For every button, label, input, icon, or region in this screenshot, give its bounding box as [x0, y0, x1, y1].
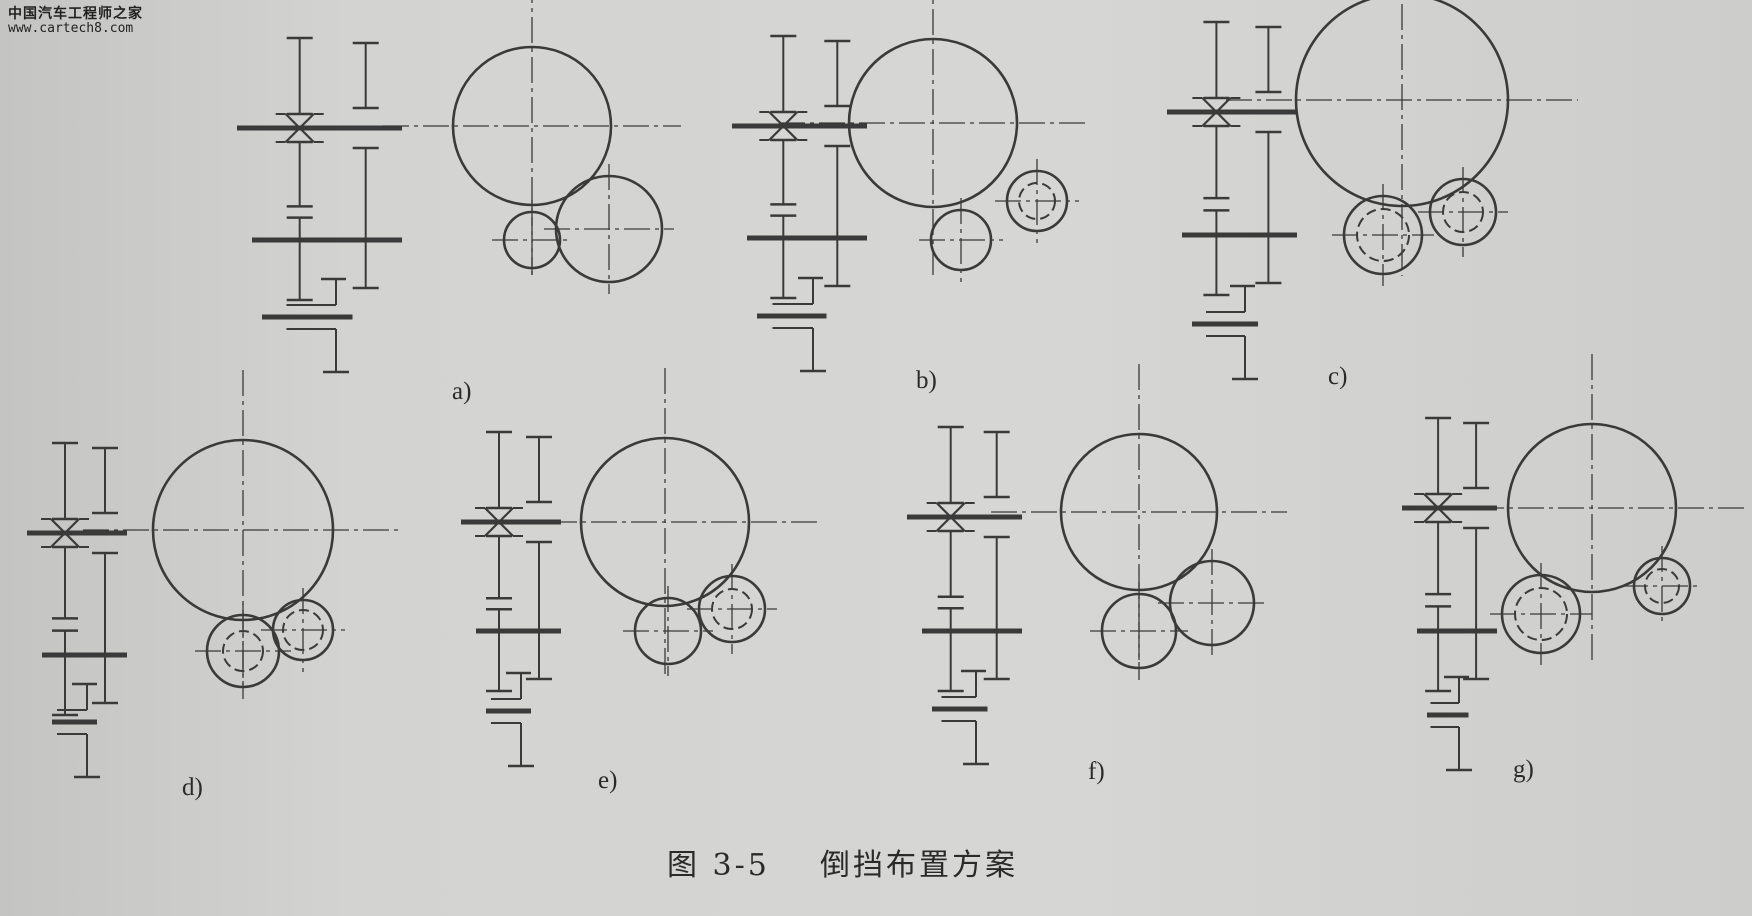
panel-label-d: d) — [182, 774, 203, 801]
panel-label-e: e) — [598, 767, 618, 794]
gearbox-schematic — [237, 36, 402, 374]
gearbox-schematic — [1402, 416, 1497, 772]
synchronizer — [935, 502, 966, 532]
gear-mesh-view — [511, 368, 819, 676]
gearbox-schematic — [732, 34, 867, 373]
gear-circle — [847, 37, 1019, 209]
gearbox-schematic — [1167, 20, 1297, 381]
panel-label-c: c) — [1328, 363, 1348, 390]
panel-label-f: f) — [1088, 758, 1105, 785]
synchronizer — [484, 507, 514, 537]
panel-label-g: g) — [1513, 756, 1534, 783]
panel-label-b: b) — [916, 367, 937, 394]
panel-a — [237, 0, 681, 374]
figure-number: 图 3-5 — [667, 848, 770, 883]
panel-label-a: a) — [452, 378, 472, 405]
gear-circle — [579, 436, 751, 608]
panel-f — [907, 364, 1287, 766]
gear-mesh-view — [1226, 0, 1578, 286]
synchronizer — [768, 111, 799, 141]
gear-mesh-view — [1438, 354, 1746, 665]
gearbox-schematic — [907, 425, 1022, 766]
pitch-circle-dashed — [222, 630, 264, 672]
synchronizer — [1201, 97, 1232, 127]
gear-circle — [1506, 422, 1678, 594]
gearbox-schematic — [461, 430, 561, 768]
gearbox-schematic — [27, 441, 127, 779]
panel-b — [732, 0, 1087, 373]
synchronizer — [284, 113, 315, 143]
watermark-site-name: 中国汽车工程师之家 — [8, 6, 143, 22]
gear-mesh-view — [779, 0, 1087, 282]
gear-mesh-view — [383, 0, 681, 294]
watermark: 中国汽车工程师之家 www.cartech8.com — [8, 6, 143, 37]
watermark-url: www.cartech8.com — [8, 21, 134, 37]
gear-mesh-view — [991, 364, 1287, 680]
panel-d — [27, 370, 403, 779]
synchronizer — [50, 518, 80, 548]
figure-title: 倒挡布置方案 — [820, 848, 1019, 883]
panel-g — [1402, 354, 1746, 772]
panel-e — [461, 368, 819, 768]
panel-c — [1167, 0, 1578, 381]
gear-mesh-view — [83, 370, 403, 699]
figure-caption: 图 3-5 倒挡布置方案 — [667, 840, 1018, 884]
